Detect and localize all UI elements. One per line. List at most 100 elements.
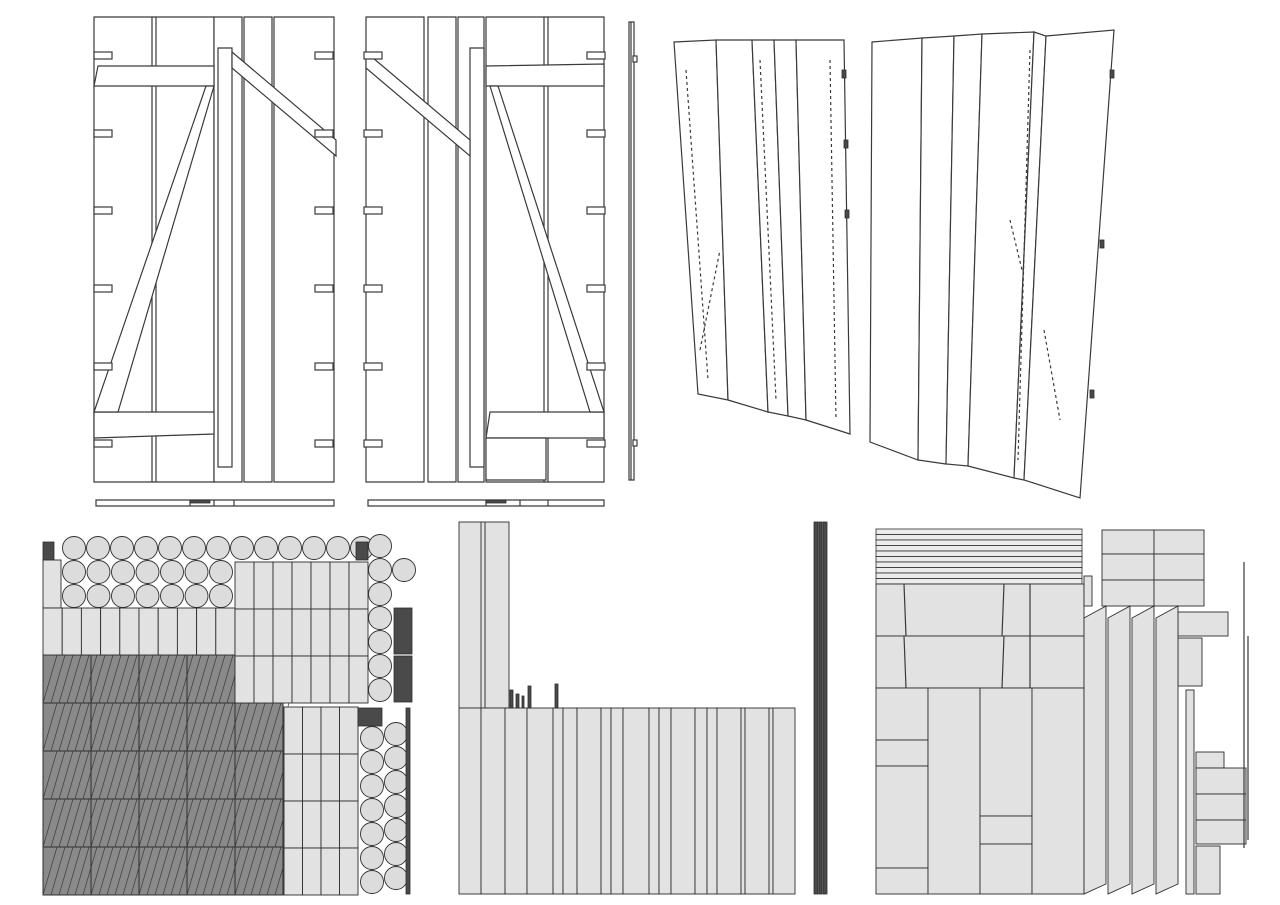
uv-block bbox=[272, 655, 293, 704]
hatch-line bbox=[82, 798, 98, 848]
uv-circle bbox=[384, 746, 408, 770]
hatch-line bbox=[202, 798, 218, 848]
hatch-line bbox=[98, 702, 114, 752]
hatch-line bbox=[258, 846, 274, 896]
uv-circle bbox=[86, 584, 111, 608]
plank-strip bbox=[504, 707, 528, 895]
uv-circle bbox=[86, 536, 110, 560]
hatch-line bbox=[210, 846, 226, 896]
hatch-line bbox=[194, 750, 210, 800]
uv-circle bbox=[360, 798, 384, 822]
uv-block bbox=[291, 561, 312, 610]
hatch-line bbox=[122, 750, 138, 800]
stripe-band bbox=[875, 550, 1083, 557]
uv-circle bbox=[384, 842, 408, 866]
uv-block bbox=[272, 608, 293, 657]
uv-block bbox=[320, 800, 340, 849]
hatch-line bbox=[114, 654, 130, 704]
hatch-line bbox=[82, 750, 98, 800]
hatch-line bbox=[234, 798, 250, 848]
hatch-line bbox=[186, 798, 202, 848]
hatch-line bbox=[138, 654, 154, 704]
hatch-line bbox=[210, 750, 226, 800]
uv-block bbox=[339, 706, 359, 755]
hatch-line bbox=[42, 654, 58, 704]
hatch-line bbox=[146, 702, 162, 752]
hatch-line bbox=[258, 702, 274, 752]
hatch-line bbox=[98, 750, 114, 800]
uv-block bbox=[176, 607, 198, 656]
hatch-line bbox=[58, 702, 74, 752]
hatch-line bbox=[194, 654, 210, 704]
hatch-line bbox=[58, 750, 74, 800]
hatch-line bbox=[234, 750, 250, 800]
uv-block bbox=[302, 706, 322, 755]
hatch-line bbox=[66, 702, 82, 752]
shutter-side-view bbox=[628, 21, 638, 481]
plank-strip bbox=[716, 707, 742, 895]
stripe-band bbox=[875, 528, 1083, 535]
perspective-right-leaf bbox=[869, 29, 1115, 499]
uv-circle bbox=[134, 536, 158, 560]
uv-circle bbox=[184, 560, 209, 584]
uv-block bbox=[310, 608, 331, 657]
hatch-line bbox=[106, 654, 122, 704]
hatch-line bbox=[114, 750, 130, 800]
uv-block bbox=[234, 655, 255, 704]
uv-circle bbox=[209, 584, 233, 608]
hatch-line bbox=[202, 846, 218, 896]
uv-circle bbox=[184, 584, 209, 608]
uv-circle bbox=[368, 678, 392, 702]
uv-circle bbox=[206, 536, 230, 560]
uv-layout-mixed-panel bbox=[42, 534, 416, 896]
hatch-line bbox=[250, 846, 266, 896]
hatch-line bbox=[106, 798, 122, 848]
hatch-line bbox=[178, 654, 194, 704]
hatch-line bbox=[50, 654, 66, 704]
hatch-line bbox=[138, 798, 154, 848]
uv-layout-blocks-panel bbox=[875, 528, 1249, 895]
uv-circle bbox=[254, 536, 278, 560]
plank-strip bbox=[648, 707, 660, 895]
stripe-band bbox=[875, 578, 1083, 585]
uv-block bbox=[119, 607, 140, 656]
uv-block bbox=[310, 561, 331, 610]
uv-block bbox=[348, 655, 369, 704]
hatch-line bbox=[98, 846, 114, 896]
hatch-line bbox=[226, 798, 242, 848]
hatch-line bbox=[202, 654, 218, 704]
uv-layout-planks-panel bbox=[458, 521, 828, 895]
shutter-perspective-panel bbox=[673, 29, 1115, 499]
hatch-line bbox=[98, 654, 114, 704]
uv-block bbox=[215, 607, 236, 656]
uv-circle bbox=[368, 654, 392, 678]
hatch-line bbox=[50, 702, 66, 752]
hatch-line bbox=[58, 846, 74, 896]
uv-circle bbox=[368, 630, 392, 654]
hatch-line bbox=[242, 798, 258, 848]
hatch-line bbox=[258, 798, 274, 848]
hatch-line bbox=[74, 702, 90, 752]
plank-strip bbox=[744, 707, 770, 895]
hatch-line bbox=[186, 702, 202, 752]
uv-block bbox=[157, 607, 178, 656]
hatch-line bbox=[58, 654, 74, 704]
hatch-line bbox=[98, 798, 114, 848]
hatch-line bbox=[242, 750, 258, 800]
hatch-line bbox=[266, 750, 282, 800]
hatch-line bbox=[130, 702, 146, 752]
uv-circle bbox=[158, 536, 182, 560]
uv-block bbox=[253, 561, 274, 610]
stripe-band bbox=[875, 545, 1083, 552]
uv-block bbox=[348, 608, 369, 657]
hatch-line bbox=[66, 798, 82, 848]
uv-circle bbox=[278, 536, 302, 560]
uv-block bbox=[283, 800, 303, 849]
uv-circle bbox=[360, 870, 384, 894]
uv-circle bbox=[62, 536, 86, 560]
uv-circle bbox=[368, 606, 392, 630]
uv-circle bbox=[392, 558, 416, 582]
hatch-line bbox=[42, 750, 58, 800]
hatch-line bbox=[122, 798, 138, 848]
